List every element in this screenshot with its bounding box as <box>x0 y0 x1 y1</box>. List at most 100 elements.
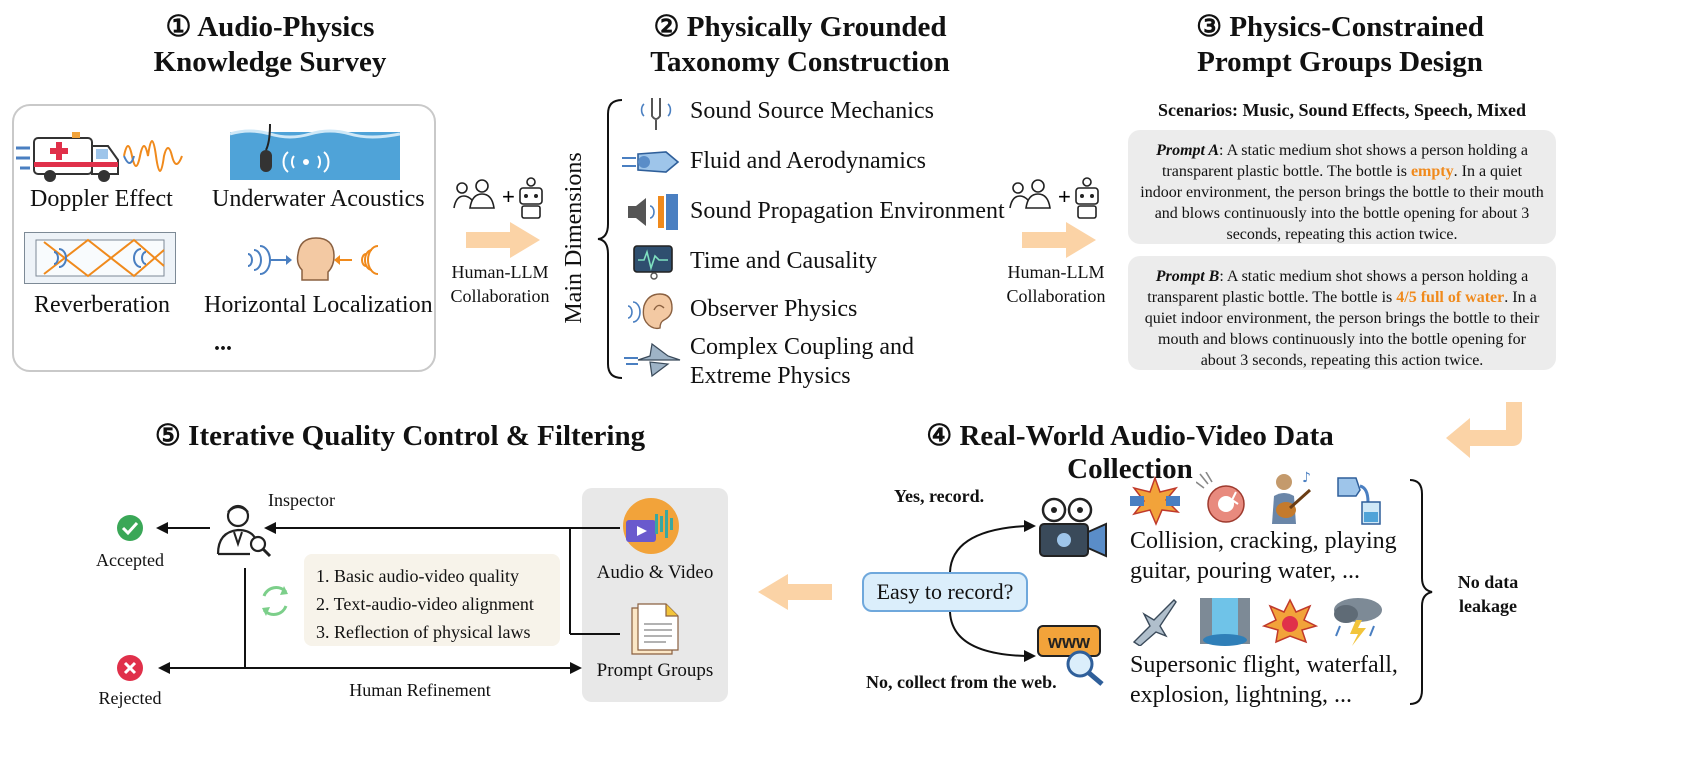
head-localization-icon <box>247 237 379 281</box>
no-data-leakage-line1: No data <box>1457 572 1519 592</box>
accepted-check-icon <box>117 515 143 541</box>
step5-title: ⑤ Iterative Quality Control & Filtering <box>154 420 646 452</box>
step2-title-line2: Taxonomy Construction <box>650 46 950 78</box>
www-text: www <box>1047 632 1091 652</box>
recordable-events-line2: guitar, pouring water, ... <box>1130 558 1361 584</box>
collision-icon <box>1130 476 1180 526</box>
cracking-icon <box>1196 472 1245 523</box>
web-search-icon: www <box>1037 625 1104 686</box>
prompt-b-card: Prompt B: A static medium shot shows a p… <box>1128 256 1556 370</box>
inspector-label: Inspector <box>268 490 335 510</box>
svg-text:+: + <box>1058 184 1071 209</box>
collab2-label-line2: Collaboration <box>1006 286 1106 306</box>
rejected-x-icon <box>117 655 143 681</box>
no-collect-label: No, collect from the web. <box>866 672 1057 692</box>
tuning-fork-icon <box>640 98 672 130</box>
video-camera-icon <box>1039 497 1107 558</box>
easy-to-record-decision: Easy to record? <box>862 572 1028 612</box>
prompt-a-card: Prompt A: A static medium shot shows a p… <box>1128 130 1556 244</box>
collab1-label: Human-LLM Collaboration <box>440 260 560 308</box>
human-llm-collab-icon-2: + <box>1009 177 1099 219</box>
step3-title-line2: Prompt Groups Design <box>1197 46 1483 78</box>
step1-title: ① Audio-Physics Knowledge Survey <box>80 10 460 80</box>
iterate-cycle-icon <box>262 586 288 616</box>
no-data-leakage-label: No data leakage <box>1440 570 1536 618</box>
prompt-b-name: Prompt B <box>1155 268 1220 285</box>
step1-title-line1: ① Audio-Physics <box>165 11 375 43</box>
check-basic-quality: 1. Basic audio-video quality <box>316 566 519 586</box>
prompt-a-text-after: . In a quiet indoor environment, the per… <box>1140 163 1544 243</box>
prompt-a-highlight: empty <box>1410 163 1454 180</box>
dimension-observer-physics: Observer Physics <box>690 296 858 322</box>
recordable-events-text: Collision, cracking, playing guitar, pou… <box>1130 526 1397 586</box>
jet-engine-icon <box>622 151 680 173</box>
svg-text:♪: ♪ <box>1302 470 1311 486</box>
collab2-label-line1: Human-LLM <box>1007 262 1105 282</box>
fighter-jet-icon <box>624 342 681 378</box>
yes-record-label: Yes, record. <box>894 486 985 506</box>
inspector-icon <box>216 504 272 558</box>
supersonic-jet-icon <box>1132 599 1177 646</box>
step2-title-line1: ② Physically Grounded <box>653 11 947 43</box>
recordable-events-line1: Collision, cracking, playing <box>1130 528 1397 554</box>
check-physical-laws: 3. Reflection of physical laws <box>316 622 531 642</box>
collab2-label: Human-LLM Collaboration <box>996 260 1116 308</box>
step4-title: ④ Real-World Audio-Video Data Collection <box>926 420 1334 485</box>
svg-text:+: + <box>502 184 515 209</box>
quality-checks-box: 1. Basic audio-video quality 2. Text-aud… <box>304 554 560 646</box>
prompt-b-highlight: 4/5 full of water <box>1396 289 1505 306</box>
decision-branches <box>949 520 1036 662</box>
human-llm-collab-icon: + <box>453 177 543 219</box>
prompt-b-text-after: . In a quiet indoor environment, the per… <box>1144 289 1540 369</box>
explosion-icon <box>1262 598 1318 644</box>
step2-title: ② Physically Grounded Taxonomy Construct… <box>600 10 1000 80</box>
web-events-line2: explosion, lightning, ... <box>1130 682 1352 708</box>
web-events-text: Supersonic flight, waterfall, explosion,… <box>1130 650 1398 710</box>
dimension-sound-source-mechanics: Sound Source Mechanics <box>690 98 934 124</box>
quality-control-flow <box>156 522 620 674</box>
no-leakage-brace <box>1409 479 1433 705</box>
horizontal-localization-label: Horizontal Localization <box>204 292 433 318</box>
collab1-arrow-icon <box>466 222 540 258</box>
step4-to-step5-arrow-icon <box>758 574 832 610</box>
ear-icon <box>627 293 673 330</box>
human-refinement-label: Human Refinement <box>349 680 491 700</box>
underwater-microphone-icon <box>230 124 400 180</box>
prompt-groups-label: Prompt Groups <box>596 660 714 681</box>
waterfall-icon <box>1200 598 1250 646</box>
prompt-groups-document-icon <box>631 603 679 655</box>
reverberation-room-icon <box>24 232 176 284</box>
web-events-line1: Supersonic flight, waterfall, <box>1130 652 1398 678</box>
audio-video-label: Audio & Video <box>596 562 714 583</box>
doppler-effect-label: Doppler Effect <box>30 186 173 212</box>
audio-video-icon <box>623 498 679 554</box>
return-arrow-icon <box>1446 402 1522 458</box>
dimension-complex-coupling: Complex Coupling and <box>690 334 914 360</box>
dimension-time-causality: Time and Causality <box>690 248 878 274</box>
prompt-b-text-before: : A static medium shot shows a person ho… <box>1147 268 1529 306</box>
underwater-acoustics-label: Underwater Acoustics <box>212 186 425 212</box>
collab1-label-line1: Human-LLM <box>451 262 549 282</box>
collab1-label-line2: Collaboration <box>450 286 550 306</box>
oscilloscope-clock-icon <box>633 245 673 280</box>
speaker-wall-icon <box>628 194 678 230</box>
scenarios-label: Scenarios: Music, Sound Effects, Speech,… <box>1158 100 1526 120</box>
rejected-label: Rejected <box>98 688 162 708</box>
dimension-sound-propagation-environment: Sound Propagation Environment <box>690 198 1005 224</box>
step3-title-line1: ③ Physics-Constrained <box>1196 11 1484 43</box>
guitar-player-icon: ♪ <box>1272 470 1312 524</box>
step1-title-line2: Knowledge Survey <box>153 46 387 78</box>
lightning-storm-icon <box>1334 598 1382 646</box>
decision-label: Easy to record? <box>876 579 1014 604</box>
ambulance-icon <box>16 132 183 182</box>
no-data-leakage-line2: leakage <box>1459 596 1517 616</box>
reverberation-label: Reverberation <box>34 292 170 318</box>
dimension-extreme-physics: Extreme Physics <box>690 363 851 389</box>
main-dimensions-label: Main Dimensions <box>561 152 587 324</box>
check-alignment: 2. Text-audio-video alignment <box>316 594 534 614</box>
dimension-fluid-aerodynamics: Fluid and Aerodynamics <box>690 148 926 174</box>
pouring-water-icon <box>1337 477 1381 525</box>
collab2-arrow-icon <box>1022 222 1096 258</box>
step3-title: ③ Physics-Constrained Prompt Groups Desi… <box>1150 10 1530 80</box>
prompt-a-text-before: : A static medium shot shows a person ho… <box>1161 142 1528 180</box>
